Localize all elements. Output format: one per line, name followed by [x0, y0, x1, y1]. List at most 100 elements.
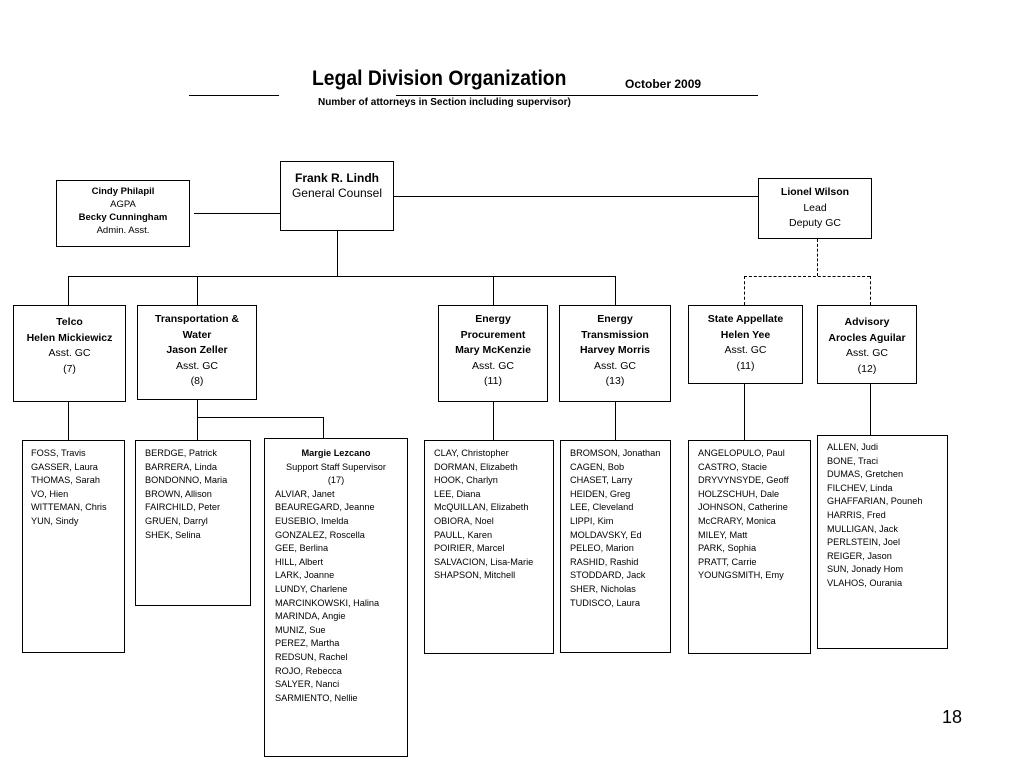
admin-name-2: Becky Cunningham [78, 212, 168, 223]
transmission-role: Asst. GC [593, 359, 636, 372]
staff-name: MARINDA, Angie [275, 611, 346, 622]
connector-dashed-appellate [744, 276, 745, 305]
staff-name: FAIRCHILD, Peter [145, 502, 221, 513]
appellate-box: State Appellate Helen Yee Asst. GC (11) [688, 305, 803, 384]
connector-transport [197, 276, 198, 305]
support-count: (17) [327, 475, 345, 486]
staff-name: MUNIZ, Sue [275, 624, 326, 635]
general-counsel-box: Frank R. Lindh General Counsel [280, 161, 394, 231]
staff-name: MARCINKOWSKI, Halina [275, 597, 380, 608]
staff-name: SALVACION, Lisa-Marie [434, 556, 534, 567]
admin-box: Cindy Philapil AGPA Becky Cunningham Adm… [56, 180, 190, 247]
connector-deputy [394, 196, 758, 197]
connector-dashed-deputy [817, 239, 818, 276]
procurement-role: Asst. GC [471, 359, 514, 372]
connector-dashed-advisory [870, 276, 871, 305]
staff-name: POIRIER, Marcel [434, 543, 505, 554]
connector-transport-list [197, 417, 198, 440]
connector-admin [194, 213, 281, 214]
advisory-box: Advisory Arocles Aguilar Asst. GC (12) [817, 305, 917, 384]
staff-name: GONZALEZ, Roscella [275, 529, 365, 540]
support-supervisor-role: Support Staff Supervisor [286, 461, 386, 472]
procurement-box: Energy Procurement Mary McKenzie Asst. G… [438, 305, 548, 402]
deputy-role-1: Lead [803, 201, 827, 214]
staff-name: LEE, Cleveland [570, 502, 634, 513]
connector-transport-bar [197, 417, 323, 418]
transport-section-name-2: Water [182, 328, 212, 341]
staff-name: BONE, Traci [827, 455, 879, 466]
transmission-box: Energy Transmission Harvey Morris Asst. … [559, 305, 671, 402]
staff-name: DRYVYNSYDE, Geoff [698, 475, 789, 486]
staff-name: LEE, Diana [434, 488, 481, 499]
telco-count: (7) [63, 362, 76, 375]
staff-name: ALLEN, Judi [827, 442, 879, 452]
staff-name: FILCHEV, Linda [827, 482, 893, 493]
staff-name: SALYER, Nanci [275, 679, 340, 690]
staff-name: BROWN, Allison [145, 488, 212, 499]
staff-name: PEREZ, Martha [275, 638, 340, 649]
staff-name: BROMSON, Jonathan [570, 448, 661, 458]
connector-advisory-list [870, 383, 871, 435]
transmission-section-name-2: Transmission [581, 328, 649, 341]
staff-name: ALVIAR, Janet [275, 488, 335, 499]
appellate-count: (11) [736, 359, 755, 372]
advisory-head: Arocles Aguilar [828, 331, 906, 344]
appellate-section-name: State Appellate [707, 313, 784, 325]
deputy-name: Lionel Wilson [780, 186, 850, 198]
page-number: 18 [942, 707, 963, 727]
transmission-head: Harvey Morris [579, 344, 651, 356]
admin-role-1: AGPA [110, 199, 136, 210]
deputy-box: Lionel Wilson Lead Deputy GC [758, 178, 872, 239]
connector-transport-down [197, 399, 198, 417]
appellate-head: Helen Yee [720, 328, 771, 341]
staff-name: VO, Hien [31, 488, 69, 499]
connector-support [323, 417, 324, 438]
staff-name: ANGELOPULO, Paul [698, 448, 785, 458]
page-subtitle: Number of attorneys in Section including… [318, 97, 571, 108]
staff-name: PAULL, Karen [434, 529, 493, 540]
connector-procurement [493, 276, 494, 305]
staff-name: MILEY, Matt [698, 529, 748, 540]
staff-name: SHER, Nicholas [570, 583, 636, 594]
staff-name: LUNDY, Charlene [275, 583, 348, 594]
staff-name: MOLDAVSKY, Ed [570, 529, 642, 540]
advisory-role: Asst. GC [845, 347, 888, 359]
connector-telco-list [68, 401, 69, 440]
staff-name: BEAUREGARD, Jeanne [275, 502, 375, 513]
advisory-count: (12) [857, 362, 877, 375]
connector-transmission [615, 276, 616, 305]
staff-name: MULLIGAN, Jack [827, 523, 898, 534]
staff-name: REIGER, Jason [827, 550, 892, 561]
staff-name: PERLSTEIN, Joel [827, 537, 901, 548]
staff-name: CAGEN, Bob [570, 461, 625, 472]
staff-name: EUSEBIO, Imelda [275, 515, 349, 526]
staff-name: PRATT, Carrie [698, 556, 757, 567]
deputy-role-2: Deputy GC [789, 217, 841, 229]
staff-name: HILL, Albert [275, 556, 324, 567]
staff-name: RASHID, Rashid [570, 556, 639, 567]
staff-name: HEIDEN, Greg [570, 488, 631, 499]
staff-name: CASTRO, Stacie [698, 461, 767, 472]
transmission-count: (13) [605, 375, 625, 387]
staff-name: PELEO, Marion [570, 543, 634, 554]
page-title: Legal Division Organization [312, 67, 567, 90]
staff-name: BONDONNO, Maria [145, 475, 228, 486]
staff-name: McCRARY, Monica [698, 515, 776, 526]
staff-name: SHAPSON, Mitchell [434, 570, 516, 581]
procurement-head: Mary McKenzie [455, 344, 531, 356]
transport-section-name-1: Transportation & [154, 313, 239, 325]
connector-dashed-bar [744, 276, 870, 277]
transport-count: (8) [190, 375, 204, 387]
connector-transmission-list [615, 401, 616, 440]
staff-name: HOOK, Charlyn [434, 475, 498, 486]
staff-name: BARRERA, Linda [145, 461, 218, 472]
title-date: October 2009 [625, 77, 702, 91]
staff-name: VLAHOS, Ourania [827, 577, 903, 588]
connector-procurement-list [493, 401, 494, 440]
